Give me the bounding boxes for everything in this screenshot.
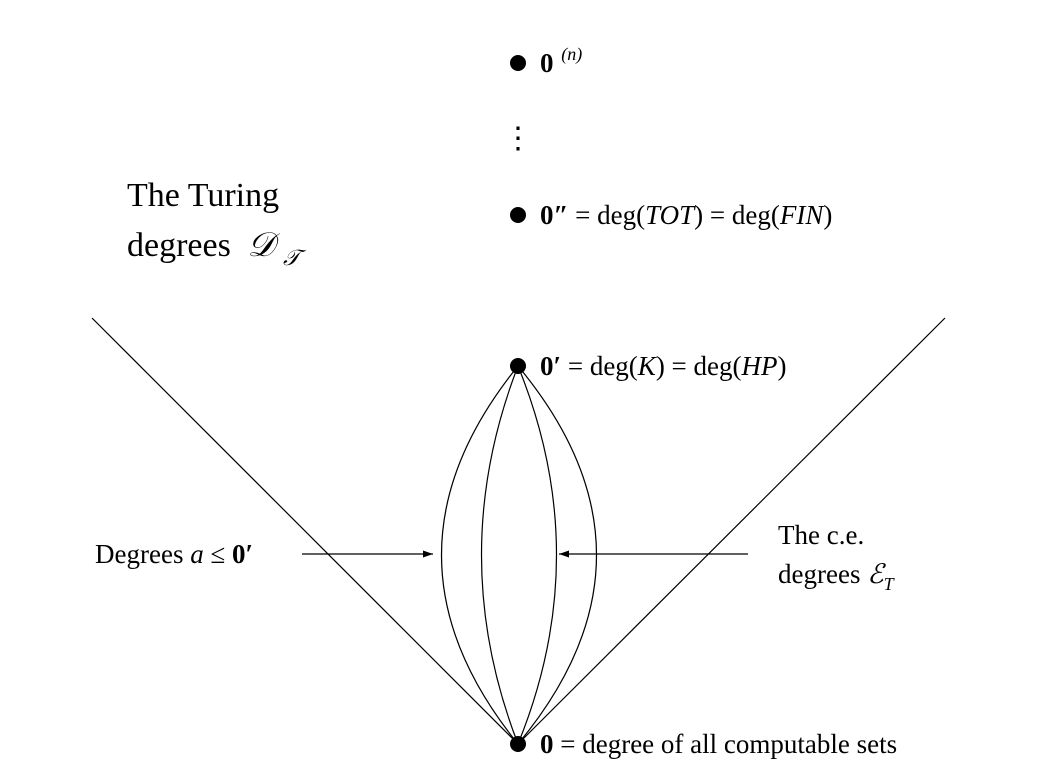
left-label-degrees: Degrees	[95, 539, 190, 569]
node-zero-n-dot	[510, 55, 526, 71]
label-zero-prime: 0′ = deg(K) = deg(HP)	[540, 351, 787, 381]
z-rest: = degree of all computable sets	[554, 729, 898, 759]
title-line1: The Turing	[127, 177, 279, 214]
title-line2: degrees 𝒟 𝒯	[127, 227, 307, 270]
right-label-e-symbol: ℰ	[867, 559, 886, 589]
node-zero-prime-dot	[510, 358, 526, 374]
zdp-eq1: = deg(	[568, 200, 645, 230]
lens-outer-left-curve	[440, 365, 519, 745]
zp-k: K	[637, 351, 658, 381]
label-zero: 0 = degree of all computable sets	[540, 729, 897, 759]
node-zero-double-prime-dot	[510, 207, 526, 223]
title-d-symbol: 𝒟	[247, 227, 280, 264]
right-label-line2: degrees ℰT	[778, 559, 896, 594]
zdp-close: )	[823, 200, 832, 230]
right-label-degrees: degrees	[778, 559, 867, 589]
cone-right-line	[517, 317, 946, 745]
lens-inner-right-curve	[517, 365, 558, 745]
right-label-e-subscript: T	[884, 574, 896, 594]
right-label-line1: The c.e.	[778, 520, 864, 550]
label-zero-double-prime: 0″ = deg(TOT) = deg(FIN)	[540, 200, 832, 230]
zdp-eq2: ) = deg(	[694, 200, 780, 230]
zp-eq1: = deg(	[561, 351, 638, 381]
left-label-zero: 0′	[232, 539, 253, 569]
title-degrees-word: degrees	[127, 227, 231, 264]
left-label-leq: ≤	[204, 539, 232, 569]
zp-eq2: ) = deg(	[656, 351, 742, 381]
left-label: Degrees a ≤ 0′	[95, 539, 253, 569]
zdp-tot: TOT	[645, 200, 696, 230]
label-zero-n: 0 (n)	[540, 44, 582, 78]
z-zero: 0	[540, 729, 554, 759]
lens-outer-right-curve	[517, 365, 598, 745]
label-zero-n-exponent: (n)	[561, 44, 582, 65]
cone-left-line	[91, 317, 519, 745]
vertical-ellipsis: ⋮	[503, 122, 533, 155]
zdp-fin: FIN	[779, 200, 825, 230]
zp-zero: 0′	[540, 351, 561, 381]
left-label-var: a	[190, 539, 204, 569]
label-zero-n-base: 0	[540, 48, 554, 78]
lens-inner-left-curve	[480, 365, 519, 745]
node-zero-dot	[510, 736, 526, 752]
zp-close: )	[778, 351, 787, 381]
title-d-subscript: 𝒯	[283, 245, 307, 270]
zdp-zero: 0″	[540, 200, 568, 230]
zp-hp: HP	[741, 351, 778, 381]
